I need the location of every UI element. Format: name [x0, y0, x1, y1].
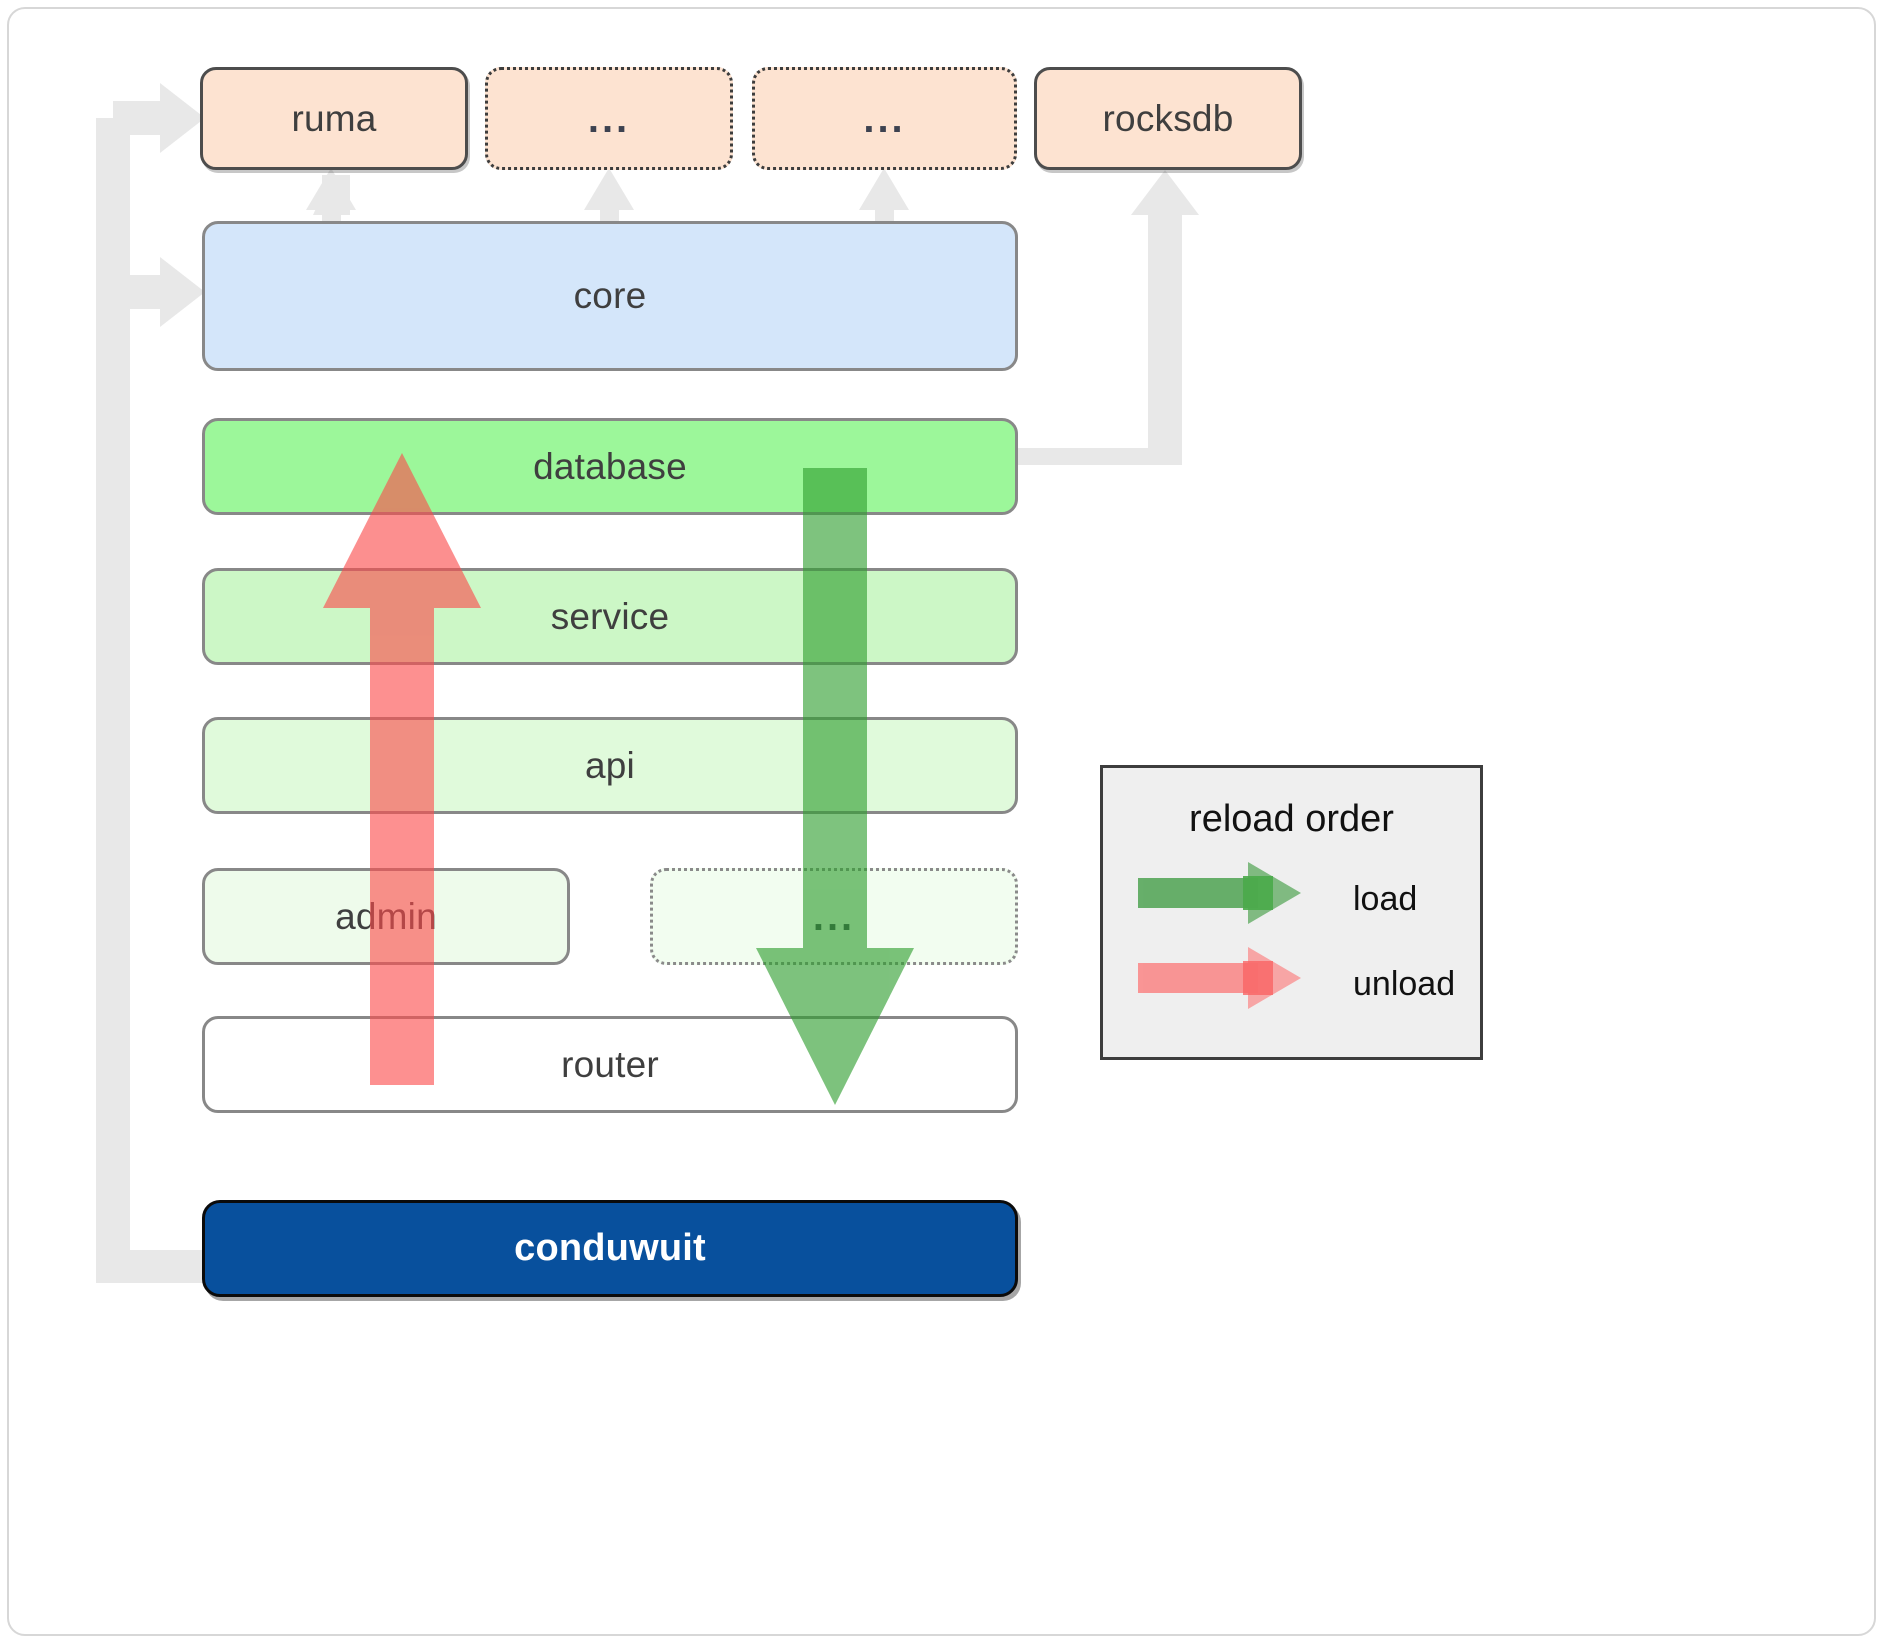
- layer-label-router: router: [561, 1043, 659, 1085]
- dependency-box-ellipsis-1[interactable]: ...: [485, 67, 733, 170]
- legend-label-load: load: [1353, 880, 1418, 918]
- dependency-box-ellipsis-2[interactable]: ...: [752, 67, 1017, 170]
- dependency-label-rocksdb: rocksdb: [1102, 97, 1234, 139]
- dependency-label-ellipsis-2: ...: [863, 96, 906, 141]
- layer-box-core[interactable]: core: [202, 221, 1018, 371]
- layer-label-service: service: [550, 595, 670, 637]
- dependency-label-ruma: ruma: [291, 97, 377, 139]
- legend-load-arrow: [1138, 862, 1301, 924]
- layer-label-ellipsis: ...: [812, 894, 856, 939]
- dependency-label-ellipsis-1: ...: [587, 96, 631, 141]
- layer-box-ellipsis[interactable]: ...: [650, 868, 1018, 965]
- layer-label-api: api: [585, 744, 635, 786]
- dependency-box-rocksdb[interactable]: rocksdb: [1034, 67, 1302, 170]
- layer-label-core: core: [573, 275, 647, 316]
- root-label-conduwuit: conduwuit: [514, 1227, 706, 1269]
- layer-label-database: database: [533, 445, 687, 487]
- legend-panel: reload order load unload: [1100, 765, 1483, 1060]
- layer-box-admin[interactable]: admin: [202, 868, 570, 965]
- layer-box-router[interactable]: router: [202, 1016, 1018, 1113]
- dependency-box-ruma[interactable]: ruma: [200, 67, 468, 170]
- legend-title: reload order: [1189, 798, 1394, 840]
- legend-unload-arrow: [1138, 947, 1301, 1009]
- layer-box-api[interactable]: api: [202, 717, 1018, 814]
- layer-label-admin: admin: [335, 895, 437, 937]
- legend-arrows: [1138, 862, 1301, 1009]
- root-box-conduwuit[interactable]: conduwuit: [202, 1200, 1018, 1297]
- layer-box-database[interactable]: database: [202, 418, 1018, 515]
- layer-box-service[interactable]: service: [202, 568, 1018, 665]
- legend-label-unload: unload: [1353, 965, 1456, 1003]
